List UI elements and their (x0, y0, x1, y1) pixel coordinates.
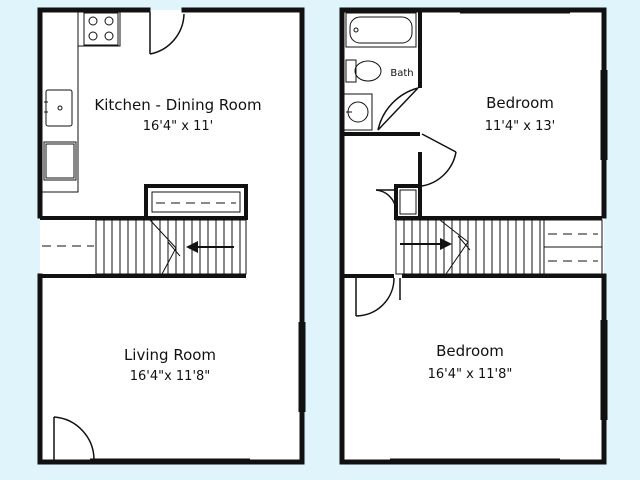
stair-direction-arrow-icon (440, 238, 452, 250)
bath-label: Bath (390, 68, 413, 79)
bath-sink-icon (343, 93, 373, 131)
second-floor-windows (390, 12, 608, 460)
kitchen-dining-room-size: 16'4" x 11' (143, 119, 213, 134)
stove-icon (83, 12, 119, 46)
second-floor-stairs (395, 219, 603, 275)
first-floor-windows (90, 322, 306, 460)
living-room-size: 16'4"x 11'8" (130, 369, 211, 384)
second-floor-plan: Bath (339, 7, 608, 465)
lower-bedroom-label: Bedroom (436, 342, 504, 360)
bathtub-icon (345, 12, 417, 48)
stair-direction-arrow-icon (186, 241, 198, 253)
second-floor-doors (355, 87, 457, 317)
first-floor-outer-walls (37, 7, 305, 465)
first-floor-closet (144, 184, 248, 220)
refrigerator-icon (43, 141, 77, 181)
linen-closet (394, 184, 422, 220)
sink-icon (44, 89, 73, 127)
first-floor-doors (53, 12, 185, 461)
first-floor-stairs (42, 219, 247, 275)
first-floor-plan: Kitchen - Dining Room 16'4" x 11' Living… (37, 7, 306, 465)
toilet-icon (345, 59, 382, 83)
kitchen-dining-room-label: Kitchen - Dining Room (94, 96, 261, 114)
upper-bedroom-size: 11'4" x 13' (485, 119, 555, 134)
living-room-label: Living Room (124, 346, 216, 364)
lower-bedroom-size: 16'4" x 11'8" (428, 367, 513, 382)
upper-bedroom-label: Bedroom (486, 94, 554, 112)
second-floor-outer-walls (339, 7, 607, 465)
